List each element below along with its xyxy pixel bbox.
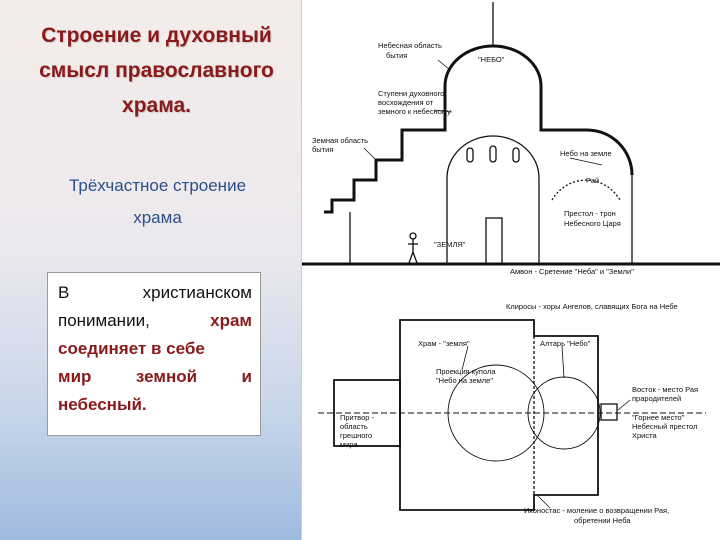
left-panel: Строение и духовный смысл православного … — [0, 0, 300, 540]
label-high-place: Небесный престол — [632, 422, 697, 431]
leader-line — [433, 109, 453, 113]
label-nebo: "НЕБО" — [478, 55, 505, 64]
text-word-highlight: храм — [210, 311, 252, 330]
label-projection: "Небо на земле" — [436, 376, 493, 385]
text-line: понимании, храм — [58, 307, 252, 335]
leader-line — [437, 59, 451, 71]
interior-vault — [446, 135, 540, 179]
label-narthex: мира — [340, 440, 359, 449]
text-word: понимании, — [58, 311, 150, 330]
label-narthex: грешного — [340, 431, 372, 440]
label-steps: земного к небесному — [378, 107, 451, 116]
apse-arc — [551, 179, 621, 201]
label-earth-region: бытия — [312, 145, 333, 154]
label-throne: Престол - трон — [564, 209, 616, 218]
temple-diagram: Небесная область бытия "НЕБО" Ступени ду… — [302, 2, 720, 525]
text-line: В христианском — [58, 279, 252, 307]
label-steps: Ступени духовного — [378, 89, 444, 98]
main-dome — [443, 44, 543, 87]
leader-line — [363, 147, 377, 161]
dome-projection — [447, 364, 545, 462]
altar-table — [600, 403, 618, 421]
text-word-highlight: и — [241, 367, 252, 386]
label-east: Восток - место Рая — [632, 385, 698, 394]
label-throne: Небесного Царя — [564, 219, 621, 228]
text-word-highlight: земной — [135, 367, 198, 386]
label-temple-earth: Храм - "земля" — [418, 339, 470, 348]
label-steps: восхождения от — [378, 98, 434, 107]
label-heaven-region: бытия — [386, 51, 407, 60]
left-steps — [324, 100, 447, 214]
label-paradise: Рай — [586, 176, 599, 185]
label-east: прародителей — [632, 394, 681, 403]
leader-line — [617, 399, 631, 411]
text-word-highlight: соединяет в себе — [58, 339, 205, 358]
label-iconostasis: обретении Неба — [574, 516, 631, 525]
leader-line — [561, 345, 565, 379]
slide-title: Строение и духовный смысл православного … — [39, 24, 274, 117]
label-altar-heaven: Алтарь "Небо" — [540, 339, 591, 348]
label-heaven-region: Небесная область — [378, 41, 442, 50]
text-line-highlight: мир земной и — [58, 363, 252, 391]
window — [512, 147, 520, 163]
leader-line — [537, 495, 551, 509]
label-zemlya: "ЗЕМЛЯ" — [434, 240, 466, 249]
plan-drawing — [318, 319, 706, 511]
window — [466, 147, 474, 163]
plan-outline — [399, 319, 599, 511]
royal-doors — [485, 217, 503, 265]
text-word-highlight: мир — [58, 367, 92, 386]
right-steps-apse — [539, 100, 634, 176]
label-ambon: Амвон - Сретение "Неба" и "Земли" — [510, 267, 634, 276]
section-drawing — [302, 2, 720, 266]
label-narthex: Притвор - — [340, 413, 375, 422]
label-earth-region: Земная область — [312, 136, 368, 145]
label-projection: Проекция купола — [436, 367, 496, 376]
label-heaven-on-earth: Небо на земле — [560, 149, 612, 158]
window — [489, 145, 497, 163]
leader-line — [569, 157, 603, 166]
leader-line — [461, 345, 469, 371]
label-kliros: Клиросы - хоры Ангелов, славящих Бога на… — [506, 302, 678, 311]
text-word: В — [58, 283, 70, 302]
label-iconostasis: Иконостас - моление о возвращении Рая, — [524, 506, 669, 515]
person-icon — [408, 232, 418, 264]
slide-subtitle: Трёхчастное строение храма — [68, 176, 247, 227]
label-narthex: область — [340, 422, 368, 431]
text-word-highlight: небесный. — [58, 395, 147, 414]
label-high-place: Христа — [632, 431, 657, 440]
text-line-highlight: небесный. — [58, 391, 252, 419]
label-high-place: "Горнее место" — [632, 413, 685, 422]
temple-diagram-panel: Небесная область бытия "НЕБО" Ступени ду… — [301, 0, 720, 540]
text-line-highlight: соединяет в себе — [58, 335, 252, 363]
text-word: христианском — [142, 283, 252, 302]
description-textbox: В христианском понимании, храм соединяет… — [47, 272, 261, 436]
